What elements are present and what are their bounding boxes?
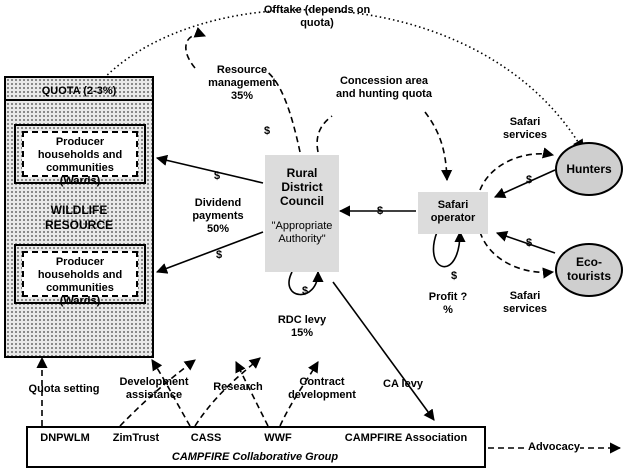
cass-to-wildlife-arrow <box>151 359 191 427</box>
safari-services-top-label: Safari services <box>502 116 548 141</box>
safari-operator-box <box>418 192 488 234</box>
research-label: Research <box>213 381 263 393</box>
development-assistance-label: Development assistance <box>119 376 189 401</box>
ca-levy-arrow <box>332 281 435 421</box>
member-dnpwlm: DNPWLM <box>40 432 90 444</box>
member-cass: CASS <box>190 432 222 444</box>
wildlife-resource-label: WILDLIFE RESOURCE <box>44 203 113 232</box>
collaborative-group-title: CAMPFIRE Collaborative Group <box>171 451 339 463</box>
quota-label: QUOTA (2-3%) <box>41 85 117 97</box>
safari-services-bottom-arrow <box>479 231 555 279</box>
rdc-title: Rural District Council <box>280 166 324 208</box>
rdc-box <box>265 155 339 272</box>
money-symbol-profit: $ <box>450 270 458 282</box>
ca-levy-label: CA levy <box>383 378 423 390</box>
research-arrow <box>194 357 261 427</box>
safari-operator-label: Safari operator <box>430 199 476 224</box>
collaborative-group-box <box>26 426 486 468</box>
money-symbol-safari: $ <box>376 205 384 217</box>
producers-bottom-box <box>22 251 138 297</box>
profit-loop <box>432 230 466 268</box>
concession-arrow <box>424 111 453 182</box>
concession-label: Concession area and hunting quota <box>336 75 432 100</box>
member-campfire-association: CAMPFIRE Association <box>344 432 468 444</box>
quota-setting-label: Quota setting <box>28 383 100 395</box>
hunters-label: Hunters <box>566 162 612 176</box>
safari-services-bottom-label: Safari services <box>502 290 548 315</box>
rdc-levy-label: RDC levy 15% <box>277 314 327 339</box>
money-symbol-ecotourists: $ <box>525 237 533 249</box>
money-symbol-dividend-bottom: $ <box>215 249 223 261</box>
rdc-to-resource-management-arrow <box>264 69 301 153</box>
wildlife-resource-box <box>4 76 154 358</box>
wwf-research-arrow <box>235 360 269 427</box>
resource-management-arrow <box>185 27 207 69</box>
member-wwf: WWF <box>264 432 292 444</box>
resource-management-label: Resource management 35% <box>208 64 276 102</box>
dividend-label: Dividend payments 50% <box>192 197 244 235</box>
development-assistance-arrow <box>119 359 196 427</box>
producers-top-label: Producer households and communities (War… <box>37 136 123 187</box>
producers-bottom-label: Producer households and communities (War… <box>37 256 123 307</box>
rdc-subtitle: "Appropriate Authority" <box>271 220 333 245</box>
quota-band-divider <box>4 99 154 101</box>
money-symbol-hunters: $ <box>525 174 533 186</box>
offtake-label: Offtake (depends on quota) <box>263 4 371 29</box>
advocacy-label: Advocacy <box>528 441 580 454</box>
profit-label: Profit ?% <box>428 291 468 316</box>
ecotourists-payment-arrow <box>495 230 556 254</box>
contract-development-label: Contract development <box>288 376 356 401</box>
rdc-levy-loop <box>288 270 324 296</box>
money-symbol-resource: $ <box>263 125 271 137</box>
member-zimtrust: ZimTrust <box>112 432 160 444</box>
ecotourists-label: Eco-tourists <box>566 255 611 283</box>
concession-arrow-start <box>316 115 333 153</box>
money-symbol-rdc-levy: $ <box>301 285 309 297</box>
hunters-ellipse <box>555 142 623 196</box>
hunters-payment-arrow <box>493 169 556 198</box>
dividend-arrow-top <box>155 154 264 184</box>
ecotourists-ellipse <box>555 243 623 297</box>
money-symbol-dividend-top: $ <box>213 170 221 182</box>
dividend-arrow-bottom <box>155 231 264 274</box>
offtake-arrow <box>94 9 584 151</box>
safari-services-top-arrow <box>479 147 555 191</box>
producers-top-box <box>22 131 138 177</box>
